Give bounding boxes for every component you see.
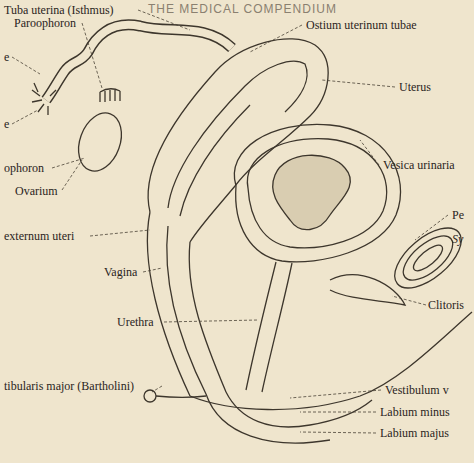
part-label: e <box>4 50 9 64</box>
part-label: Urethra <box>117 315 154 329</box>
part-label: Vestibulum v <box>385 383 449 397</box>
part-label: e <box>4 117 9 131</box>
part-label: Vesica urinaria <box>383 158 455 172</box>
part-label: ophoron <box>4 161 44 175</box>
part-label: Tuba uterina (Isthmus) <box>4 3 114 17</box>
part-label: Paroophoron <box>14 16 76 30</box>
part-label: Ovarium <box>15 184 58 198</box>
part-label: Uterus <box>399 80 431 94</box>
part-label: tibularis major (Bartholini) <box>4 379 134 393</box>
part-label: externum uteri <box>4 229 74 243</box>
part-label: Vagina <box>104 265 137 279</box>
watermark: THE MEDICAL COMPENDIUM <box>148 2 337 16</box>
part-label: Clitoris <box>428 298 464 312</box>
part-label: Pe <box>452 208 464 222</box>
part-label: Labium majus <box>380 426 449 440</box>
part-label: Labium minus <box>380 405 450 419</box>
part-label: Sy <box>452 232 463 246</box>
part-label: Ostium uterinum tubae <box>306 18 417 32</box>
